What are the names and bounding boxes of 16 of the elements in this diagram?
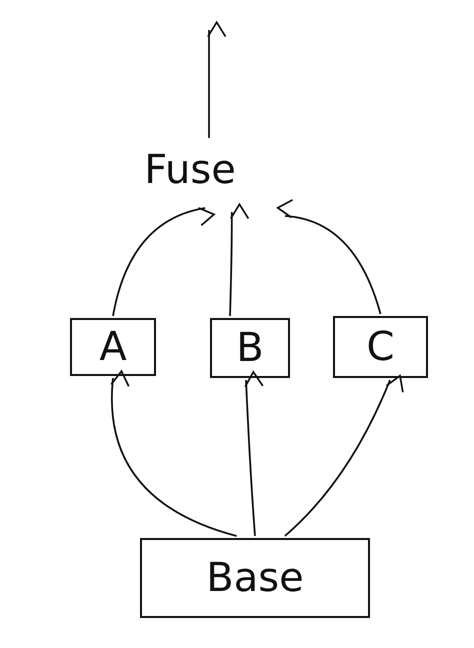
- box-label: B: [236, 328, 264, 368]
- arrow: [244, 371, 264, 536]
- process-box: [210, 318, 290, 378]
- arrow: [229, 203, 250, 316]
- process-box: [140, 538, 370, 618]
- arrow: [110, 370, 237, 537]
- box-label: A: [99, 327, 127, 367]
- box-label: C: [366, 327, 394, 367]
- arrow: [207, 21, 226, 138]
- process-box: [333, 316, 428, 378]
- process-box: [70, 318, 156, 376]
- box-label: Base: [206, 558, 304, 598]
- arrow: [284, 374, 404, 537]
- arrow: [277, 199, 382, 314]
- node-label: Fuse: [144, 150, 236, 190]
- arrow: [112, 207, 216, 316]
